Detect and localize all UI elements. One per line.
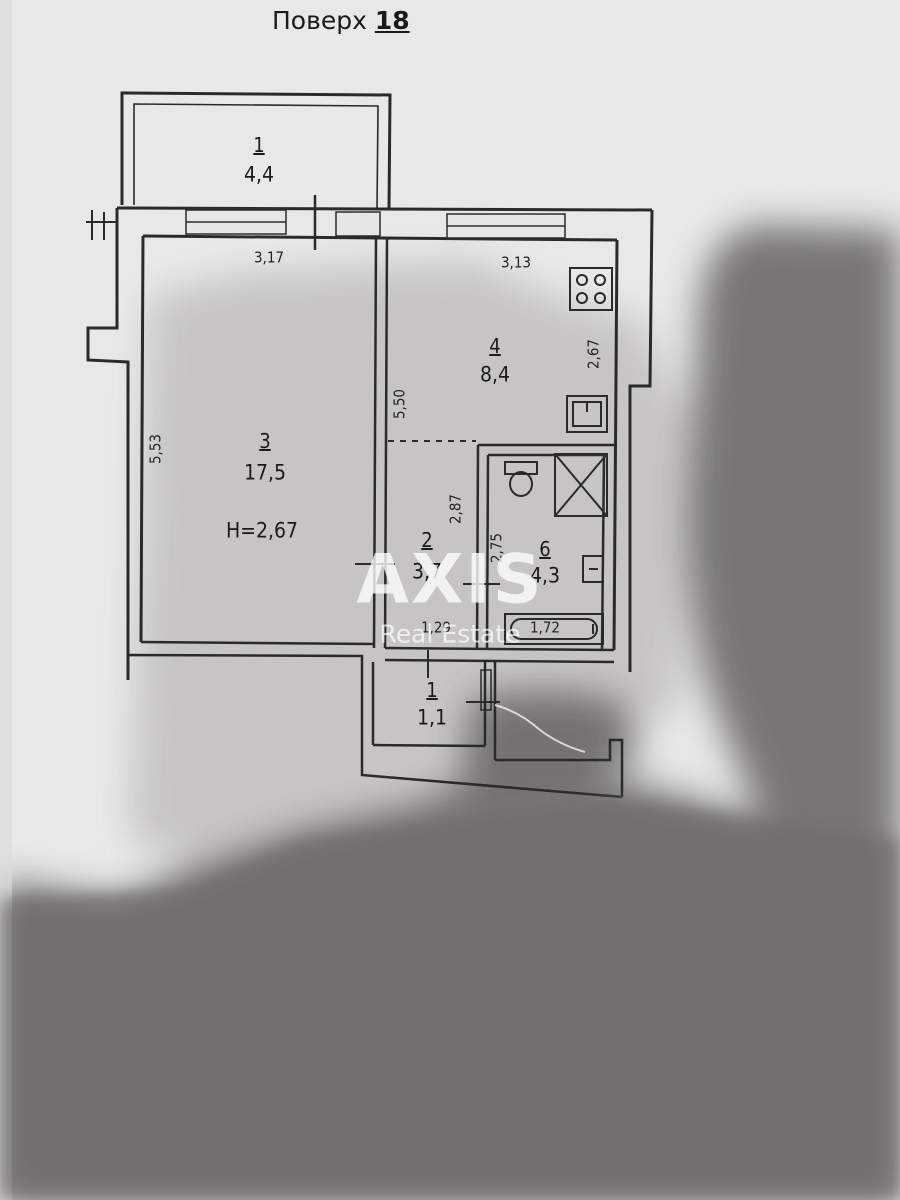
closet-number: 1 bbox=[426, 678, 438, 702]
bathroom-number: 6 bbox=[539, 537, 551, 561]
bath-sink-icon bbox=[582, 555, 604, 583]
dim-corridor-length: 5,50 bbox=[390, 388, 409, 420]
floor-number: 18 bbox=[374, 6, 410, 35]
watermark-brand: AXIS bbox=[356, 540, 544, 620]
shower-icon bbox=[554, 453, 608, 517]
balcony-number: 1 bbox=[253, 133, 265, 157]
lower-shadow bbox=[0, 800, 900, 1200]
paper-crease bbox=[494, 704, 586, 753]
door-marks bbox=[355, 563, 500, 711]
watermark-tagline: Real Estate bbox=[379, 619, 521, 649]
windows bbox=[185, 195, 566, 250]
stove-icon bbox=[569, 267, 613, 311]
dim-kitchen-length: 2,67 bbox=[584, 338, 603, 370]
closet-area: 1,1 bbox=[416, 705, 448, 730]
dim-bath-width: 1,72 bbox=[529, 618, 561, 637]
hall-number: 2 bbox=[421, 528, 433, 552]
left-stub bbox=[86, 210, 117, 240]
exterior-walls bbox=[86, 206, 654, 680]
dim-living-length: 5,53 bbox=[146, 433, 165, 465]
balcony-area: 4,4 bbox=[243, 162, 275, 187]
kitchen-number: 4 bbox=[489, 334, 501, 358]
kitchen-area: 8,4 bbox=[479, 362, 511, 387]
ceiling-height: H=2,67 bbox=[225, 518, 299, 543]
partition-walls bbox=[126, 237, 624, 799]
balcony-outline bbox=[120, 91, 392, 211]
dim-living-width: 3,17 bbox=[253, 248, 285, 267]
hall-area: 3,7 bbox=[411, 559, 443, 584]
dim-hall-length: 2,87 bbox=[446, 493, 465, 525]
living-room-area: 17,5 bbox=[243, 460, 287, 485]
kitchen-sink-icon bbox=[566, 395, 608, 433]
dim-hall-width: 1,29 bbox=[420, 618, 452, 637]
floor-title: Поверх 18 bbox=[272, 6, 410, 35]
floor-label: Поверх bbox=[272, 6, 367, 35]
toilet-icon bbox=[504, 461, 538, 497]
bathtub-icon bbox=[504, 613, 604, 645]
bathroom-area: 4,3 bbox=[529, 563, 561, 588]
dim-kitchen-width: 3,13 bbox=[500, 253, 532, 272]
living-room-number: 3 bbox=[259, 429, 271, 453]
